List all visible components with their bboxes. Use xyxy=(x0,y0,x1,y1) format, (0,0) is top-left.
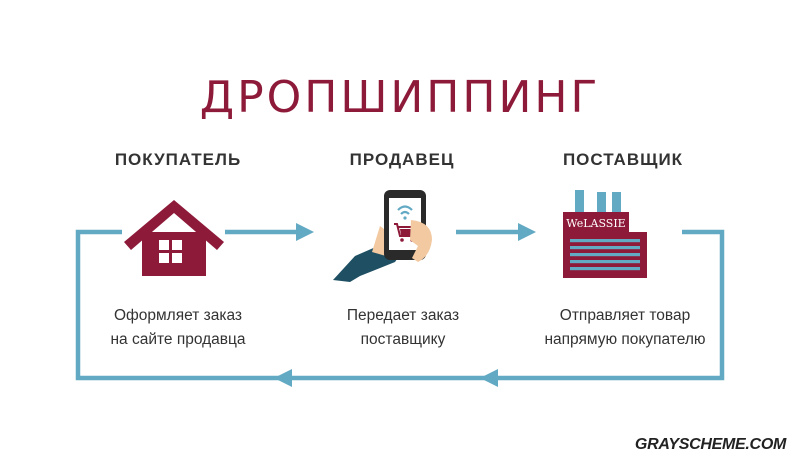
supplier-description: Отправляет товар напрямую покупателю xyxy=(495,304,755,352)
supplier-heading: ПОСТАВЩИК xyxy=(562,150,684,169)
phone-shopping-cart-icon xyxy=(333,190,432,282)
seller-heading: ПРОДАВЕЦ xyxy=(349,150,455,169)
arrow-head-left-1 xyxy=(480,369,498,387)
flow-arrows xyxy=(75,229,725,381)
buyer-heading: ПОКУПАТЕЛЬ xyxy=(114,150,242,169)
factory-icon: WeLASSIE xyxy=(563,190,647,278)
seller-description: Передает заказ поставщику xyxy=(273,304,533,352)
arrow-head-left-2 xyxy=(274,369,292,387)
arrow-head-right-2 xyxy=(518,223,536,241)
buyer-description-line-1: Оформляет заказ xyxy=(113,307,243,324)
return-loop-line xyxy=(75,229,725,381)
supplier-description-line-2: напрямую покупателю xyxy=(544,331,706,348)
factory-sign: WeLASSIE xyxy=(566,217,625,230)
buyer-description: Оформляет заказ на сайте продавца xyxy=(48,304,308,352)
arrow-heads xyxy=(274,223,536,387)
seller-description-line-2: поставщику xyxy=(360,331,446,348)
buyer-description-line-2: на сайте продавца xyxy=(110,331,246,348)
seller-description-line-1: Передает заказ xyxy=(346,307,460,324)
diagram-title: ДРОПШИППИНГ xyxy=(199,72,601,123)
site-watermark: GRAYSCHEME.COM xyxy=(634,436,786,453)
house-icon xyxy=(124,200,224,276)
arrow-head-right-1 xyxy=(296,223,314,241)
supplier-description-line-1: Отправляет товар xyxy=(559,307,691,324)
